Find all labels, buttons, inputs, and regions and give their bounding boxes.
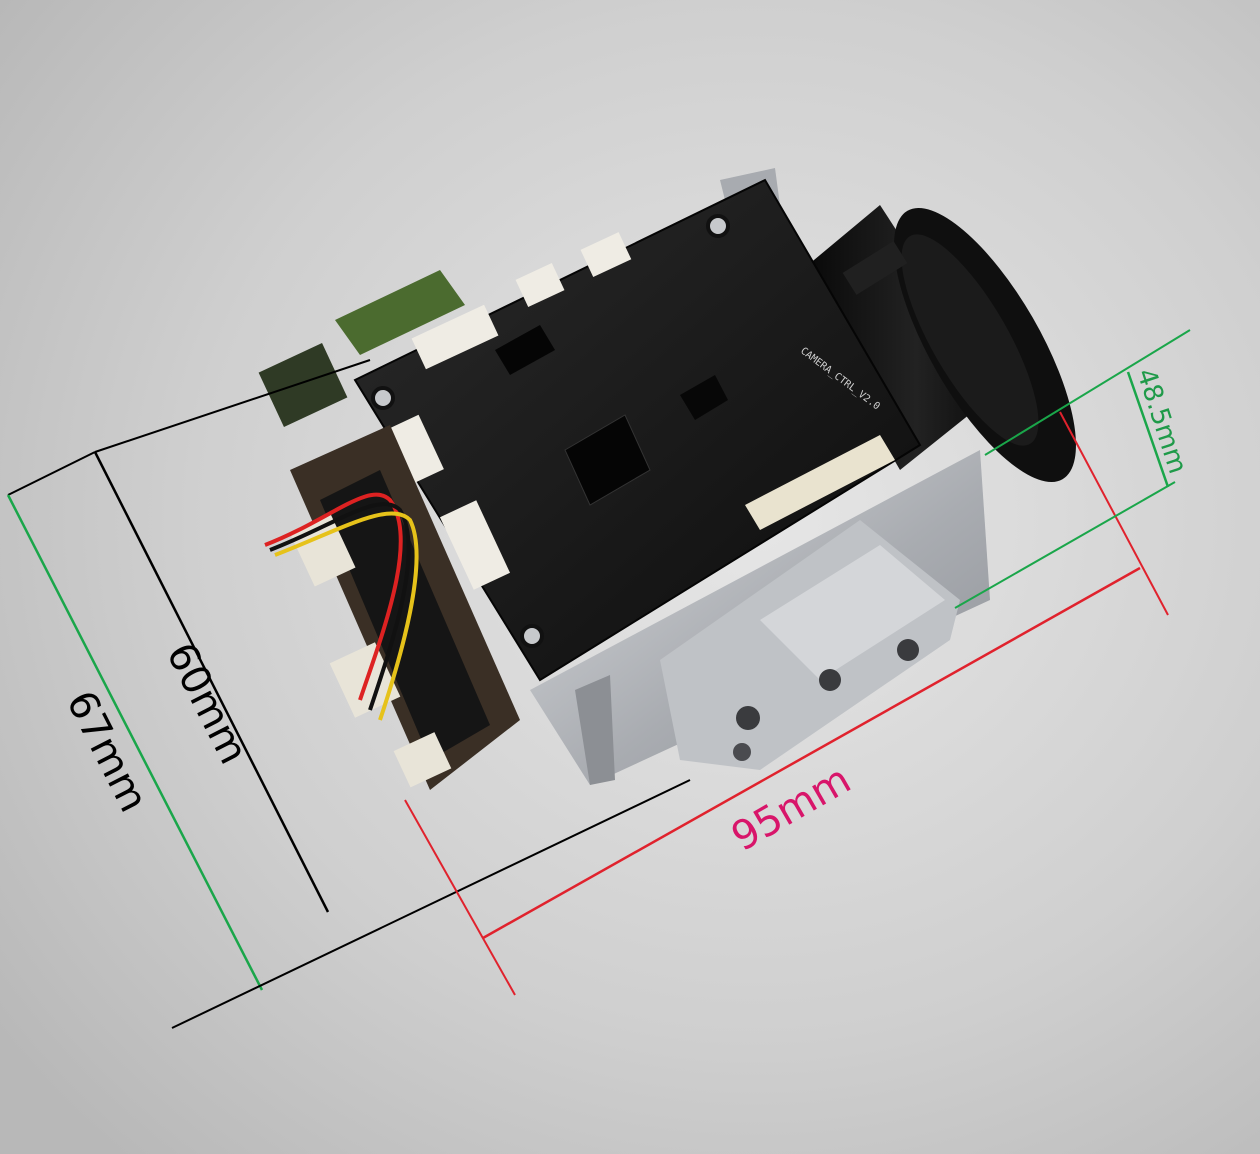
lens-barrel — [790, 205, 1076, 483]
main-pcb: CAMERA_CTRL_V2.0 — [353, 178, 922, 682]
wire-harness — [264, 492, 419, 721]
dimension-48-5mm — [954, 329, 1191, 609]
dimension-60mm — [93, 359, 371, 913]
dimension-95mm — [404, 411, 1169, 996]
camera-module: CAMERA_CTRL_V2.0 — [258, 168, 1076, 790]
green-board — [258, 270, 465, 427]
mount-block — [660, 520, 960, 770]
dimension-67mm — [6, 451, 691, 1029]
